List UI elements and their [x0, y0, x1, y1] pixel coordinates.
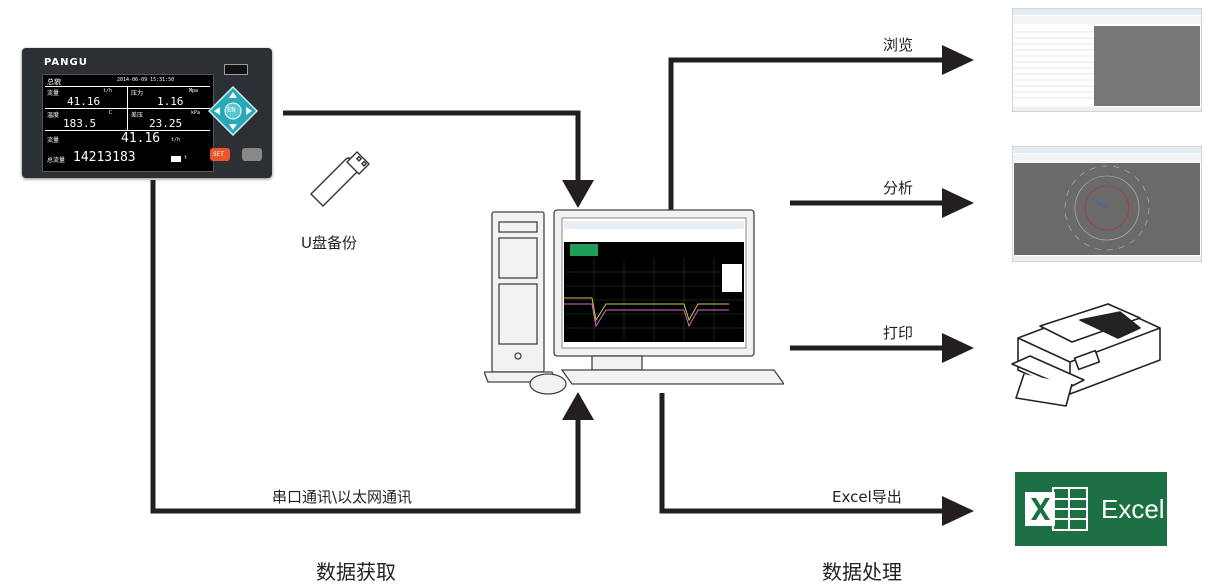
excel-export-label: Excel导出	[832, 488, 902, 506]
back-button[interactable]	[242, 148, 262, 161]
serial-connector	[150, 180, 581, 514]
usb-backup-label: U盘备份	[301, 234, 357, 252]
cell-name: 差压	[131, 112, 144, 119]
analyze-label: 分析	[883, 179, 914, 197]
data-processing-label: 数据处理	[822, 560, 902, 584]
usb-connector	[283, 110, 581, 182]
excel-arrowhead	[942, 496, 974, 526]
flow-meter-device: PANGU 总貌 2014-06-09 15:31:50 流量 t/h 41.1…	[22, 48, 272, 178]
cell-value: 23.25	[149, 117, 183, 130]
nav-up-icon[interactable]	[229, 92, 237, 98]
total-unit: t	[184, 155, 188, 161]
analysis-screenshot-icon	[1012, 146, 1202, 262]
excel-icon: Excel	[1015, 472, 1167, 546]
enter-button[interactable]: EN	[227, 106, 236, 114]
print-arrowhead	[942, 333, 974, 363]
cell-unit: Mpa	[189, 88, 199, 94]
cell-value: 183.5	[63, 117, 97, 130]
serial-arrowhead	[562, 392, 594, 420]
serial-ethernet-label: 串口通讯\以太网通讯	[272, 488, 413, 506]
flow-label: 流量	[47, 137, 60, 144]
total-label: 总流量	[47, 157, 66, 164]
nav-down-icon[interactable]	[229, 124, 237, 130]
data-acquisition-label: 数据获取	[316, 560, 396, 584]
screen-header-right: 2014-06-09 15:31:50	[117, 77, 175, 83]
cell-value: 1.16	[157, 95, 184, 108]
set-button[interactable]: SET	[210, 148, 230, 161]
cell-name: 温度	[47, 112, 60, 119]
computer-icon	[484, 209, 784, 395]
analyze-arrowhead	[942, 188, 974, 218]
cell-value: 41.16	[67, 95, 101, 108]
set-button-label: SET	[213, 151, 224, 158]
flow-value: 41.16	[121, 131, 161, 146]
browse-label: 浏览	[883, 36, 914, 54]
browse-screenshot-icon	[1012, 8, 1202, 112]
total-value: 14213183	[73, 150, 136, 165]
browse-arrowhead	[942, 45, 974, 75]
cell-name: 压力	[131, 90, 144, 97]
usb-drive-icon	[310, 151, 370, 207]
print-label: 打印	[883, 324, 914, 342]
cell-unit: C	[109, 110, 113, 116]
nav-right-icon[interactable]	[246, 107, 252, 115]
screen-header-left: 总貌	[47, 78, 61, 86]
excel-connector	[659, 393, 945, 514]
cell-unit: t/h	[103, 88, 113, 94]
usb-port	[224, 64, 248, 75]
excel-logo-text: Excel	[1101, 494, 1165, 524]
usb-arrowhead	[562, 180, 594, 208]
printer-icon	[1011, 303, 1161, 407]
flow-unit: t/h	[171, 137, 181, 143]
cell-unit: kPa	[191, 110, 201, 116]
device-screen: 总貌 2014-06-09 15:31:50 流量 t/h 41.16 压力 M…	[42, 74, 214, 172]
device-brand: PANGU	[44, 57, 88, 68]
nav-left-icon[interactable]	[214, 107, 220, 115]
cell-name: 流量	[47, 90, 60, 97]
browse-connector	[668, 57, 945, 212]
navigation-pad: EN	[207, 85, 259, 137]
